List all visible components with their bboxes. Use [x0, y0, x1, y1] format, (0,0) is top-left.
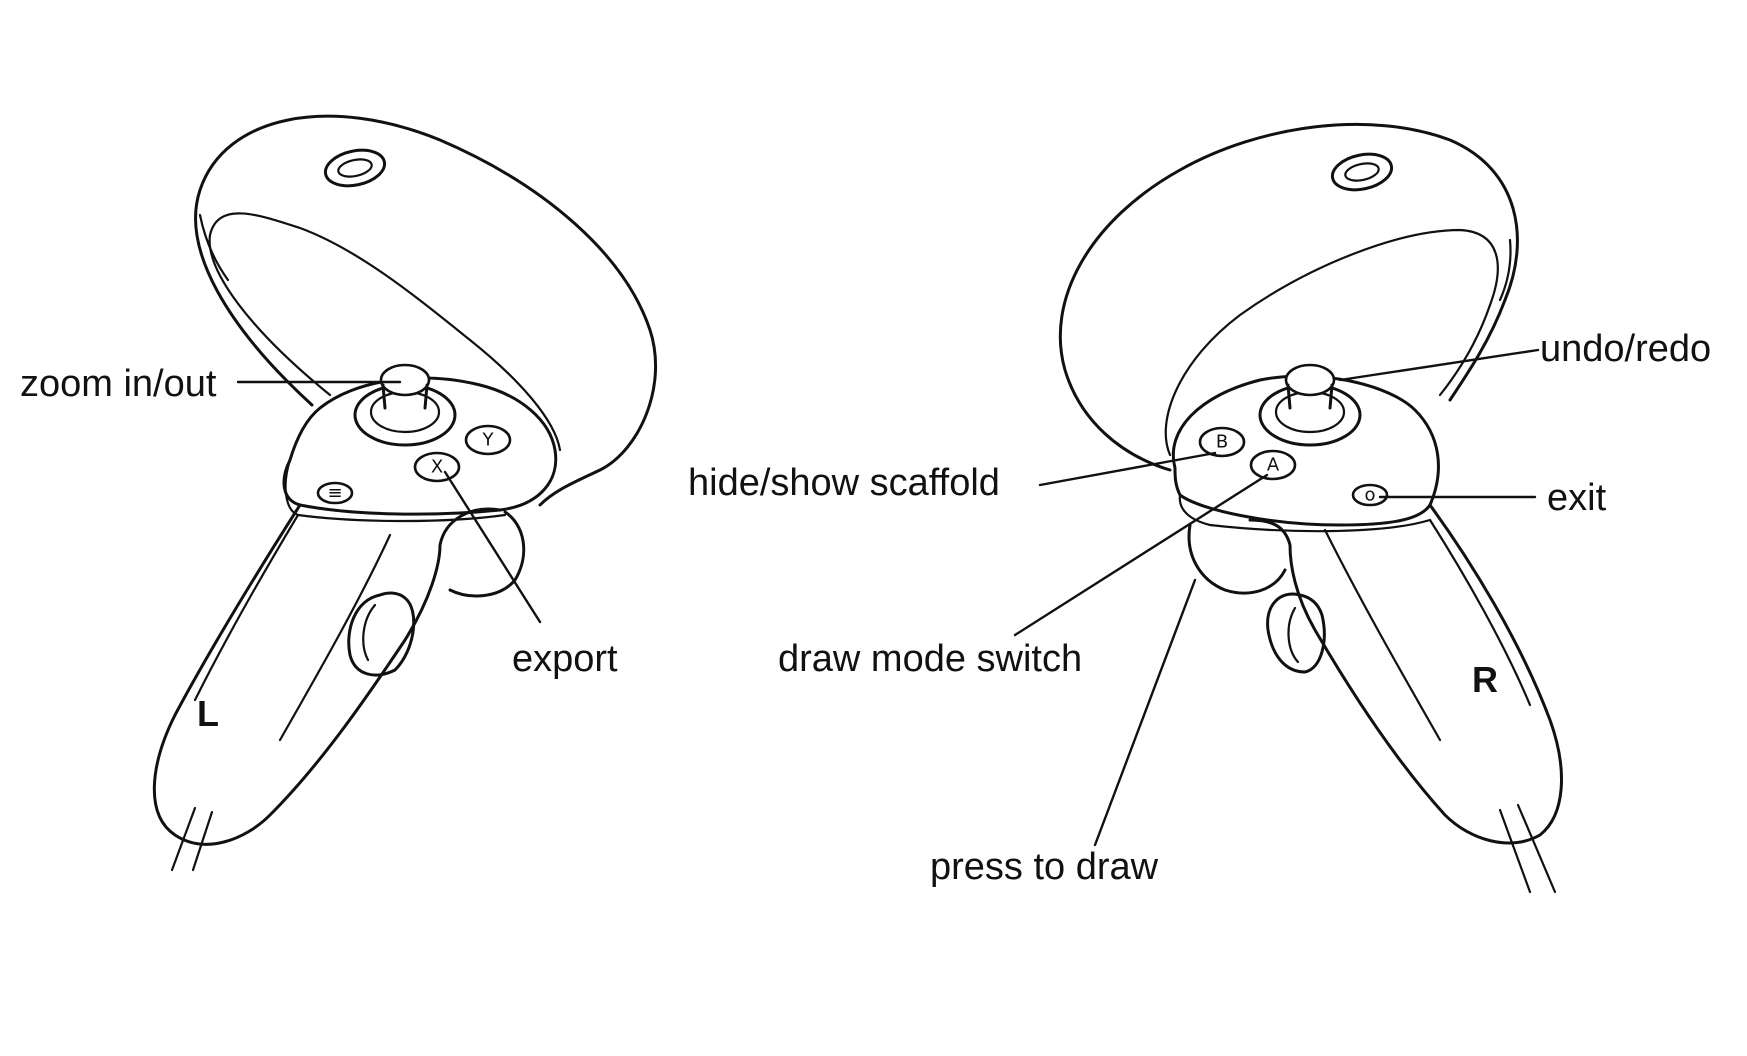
left-cable-2	[191, 810, 214, 872]
label-undo-redo: undo/redo	[1540, 328, 1712, 370]
right-controller: B A o	[1058, 122, 1563, 894]
left-grip-seam-2	[278, 533, 392, 742]
leader-draw-mode	[1013, 473, 1269, 637]
right-grip-button-inner	[1287, 606, 1300, 664]
right-oculus-button[interactable]	[1351, 483, 1389, 507]
left-thumbstick[interactable]	[379, 363, 431, 397]
right-thumbstick-stem	[1286, 383, 1334, 410]
left-menu-glyph: ≡	[327, 483, 342, 504]
right-cable	[1498, 808, 1532, 894]
right-b-button[interactable]	[1198, 426, 1246, 458]
left-thumbstick-stem	[381, 383, 429, 410]
left-grip-seam	[193, 513, 300, 702]
left-menu-button[interactable]	[316, 481, 354, 505]
left-grip-body	[152, 503, 502, 846]
right-a-button[interactable]	[1249, 449, 1297, 481]
right-trigger	[1187, 523, 1287, 595]
left-tracking-ring-outer	[194, 114, 658, 507]
left-hand-label: L	[197, 693, 219, 734]
right-ring-sensor-inner	[1344, 162, 1380, 182]
right-cable-2	[1516, 803, 1557, 894]
right-grip-seam-2	[1428, 518, 1532, 707]
right-tracking-ring-inner	[1164, 228, 1499, 457]
left-grip-button-inner	[362, 603, 377, 662]
right-ring-sensor-icon	[1330, 152, 1394, 192]
right-ring-band	[1498, 238, 1512, 302]
left-y-button[interactable]	[464, 424, 512, 456]
left-tracking-ring-inner	[208, 212, 562, 452]
label-hide-show-scaffold: hide/show scaffold	[688, 462, 1000, 504]
right-grip-seam	[1323, 528, 1442, 742]
left-grip-button	[347, 591, 416, 677]
right-thumbstick-well	[1274, 390, 1346, 434]
label-draw-mode-switch: draw mode switch	[778, 638, 1083, 680]
left-ring-band	[198, 213, 230, 282]
leader-lines	[236, 348, 1540, 847]
leader-press	[1093, 578, 1197, 847]
right-b-glyph: B	[1216, 432, 1228, 453]
left-trigger	[448, 510, 526, 598]
label-export: export	[512, 638, 618, 680]
right-a-glyph: A	[1267, 455, 1280, 476]
leader-hide	[1038, 451, 1217, 487]
left-x-glyph: X	[431, 457, 443, 478]
right-face-plate-rim	[1178, 493, 1432, 533]
left-cable	[170, 806, 197, 872]
right-thumbstick[interactable]	[1284, 363, 1336, 397]
right-grip-button	[1266, 592, 1326, 674]
right-hand-label: R	[1472, 659, 1498, 700]
left-ring-sensor-inner	[337, 158, 373, 178]
left-ring-sensor-icon	[323, 148, 387, 188]
right-oculus-glyph: o	[1364, 485, 1375, 506]
label-exit: exit	[1547, 477, 1607, 519]
left-controller: Y X ≡	[152, 114, 658, 872]
leader-undo	[1338, 348, 1540, 382]
right-grip-body	[1248, 503, 1563, 845]
label-press-to-draw: press to draw	[930, 846, 1159, 888]
left-thumbstick-well	[369, 390, 441, 434]
left-y-glyph: Y	[482, 430, 495, 451]
right-face-plate	[1171, 374, 1440, 527]
right-tracking-ring-outer	[1058, 122, 1519, 472]
leader-export	[443, 470, 542, 624]
label-zoom-in-out: zoom in/out	[20, 363, 217, 405]
left-face-plate	[282, 376, 558, 516]
left-x-button[interactable]	[413, 451, 461, 483]
